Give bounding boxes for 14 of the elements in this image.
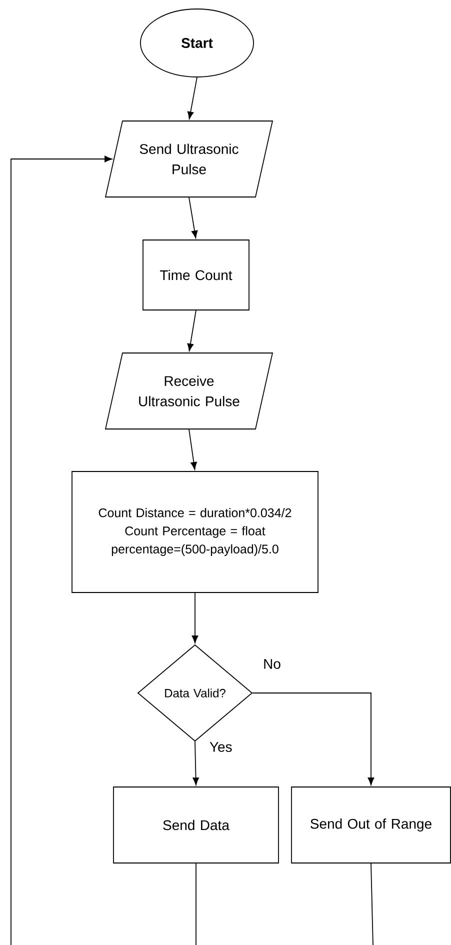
arrow bbox=[188, 197, 198, 238]
process-box: Time Count bbox=[142, 240, 250, 310]
arrow bbox=[192, 592, 198, 644]
arrow bbox=[187, 77, 198, 120]
arrow bbox=[10, 156, 112, 945]
process-box: Send Data bbox=[113, 786, 279, 864]
edge-label: Yes bbox=[210, 742, 232, 752]
process-box: Count Distance = duration*0.034/2 Count Percentage = float percentage=(500-payload)/5.0 bbox=[72, 471, 318, 593]
arrow bbox=[188, 429, 197, 470]
arrow bbox=[187, 310, 196, 352]
arrow bbox=[252, 692, 374, 786]
process-box: Send Out of Range bbox=[291, 786, 451, 864]
edge-label: No bbox=[264, 659, 280, 669]
arrow bbox=[192, 741, 199, 786]
